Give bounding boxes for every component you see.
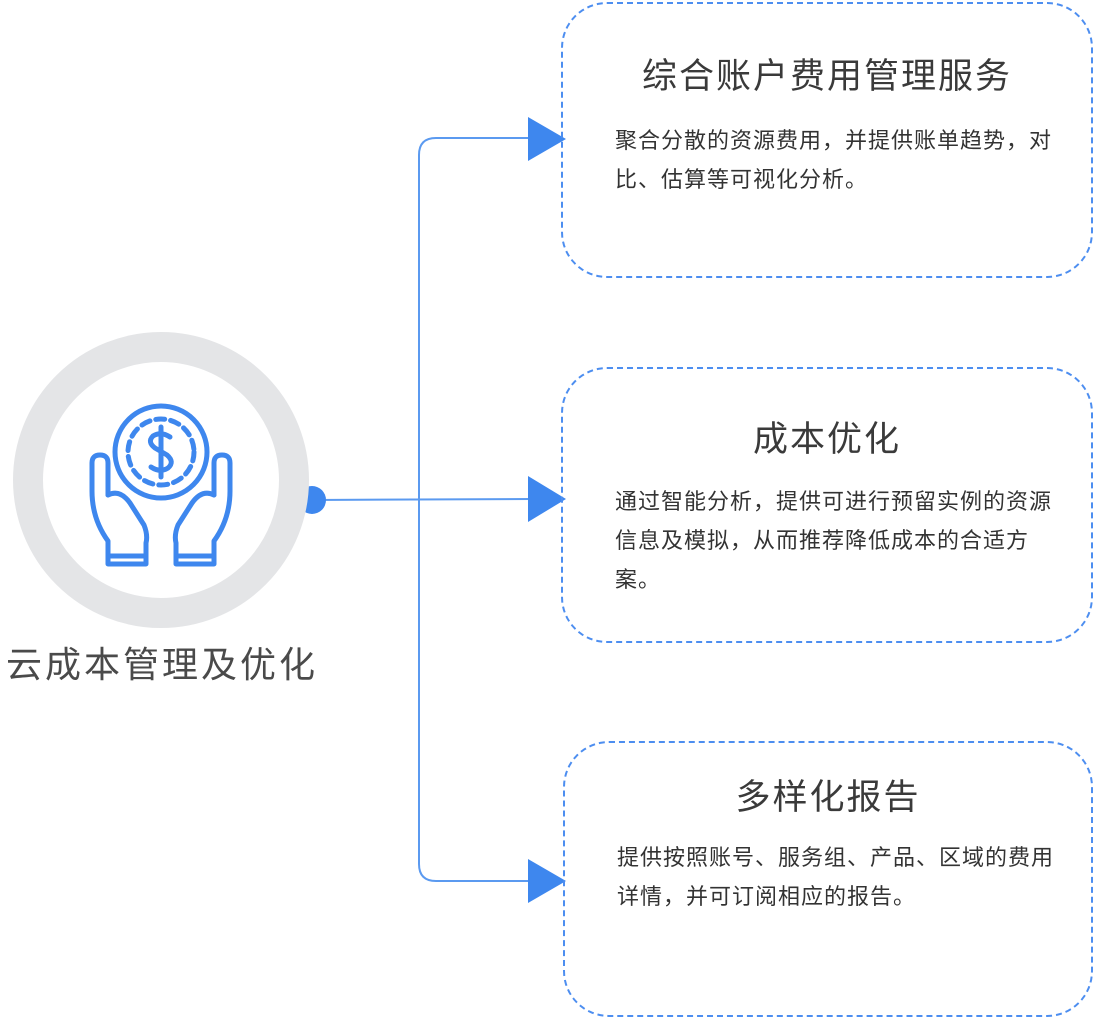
feature-card-cost-optimization: 成本优化 通过智能分析，提供可进行预留实例的资源信息及模拟，从而推荐降低成本的合… (561, 367, 1093, 643)
card-description: 聚合分散的资源费用，并提供账单趋势，对比、估算等可视化分析。 (615, 129, 1053, 193)
arrowhead-card-3 (528, 859, 566, 903)
arrowhead-card-2 (528, 476, 566, 522)
card-title: 成本优化 (752, 420, 901, 460)
card-description: 通过智能分析，提供可进行预留实例的资源信息及模拟，从而推荐降低成本的合适方案。 (615, 490, 1053, 593)
arrowhead-card-1 (528, 117, 566, 161)
card-title: 综合账户费用管理服务 (641, 57, 1012, 97)
connector-to-card-1 (418, 137, 532, 499)
feature-card-diverse-reports: 多样化报告 提供按照账号、服务组、产品、区域的费用详情，并可订阅相应的报告。 (563, 741, 1093, 1017)
feature-card-account-billing: 综合账户费用管理服务 聚合分散的资源费用，并提供账单趋势，对比、估算等可视化分析… (561, 2, 1093, 278)
connector-to-card-3 (418, 499, 532, 882)
connector-hub-to-card-2 (311, 498, 533, 501)
hands-holding-dollar-coin-icon (89, 403, 233, 567)
hub-ring (12, 331, 310, 629)
card-title: 多样化报告 (735, 778, 921, 818)
hub-label: 云成本管理及优化 (5, 645, 318, 686)
card-description: 提供按照账号、服务组、产品、区域的费用详情，并可订阅相应的报告。 (617, 846, 1055, 910)
